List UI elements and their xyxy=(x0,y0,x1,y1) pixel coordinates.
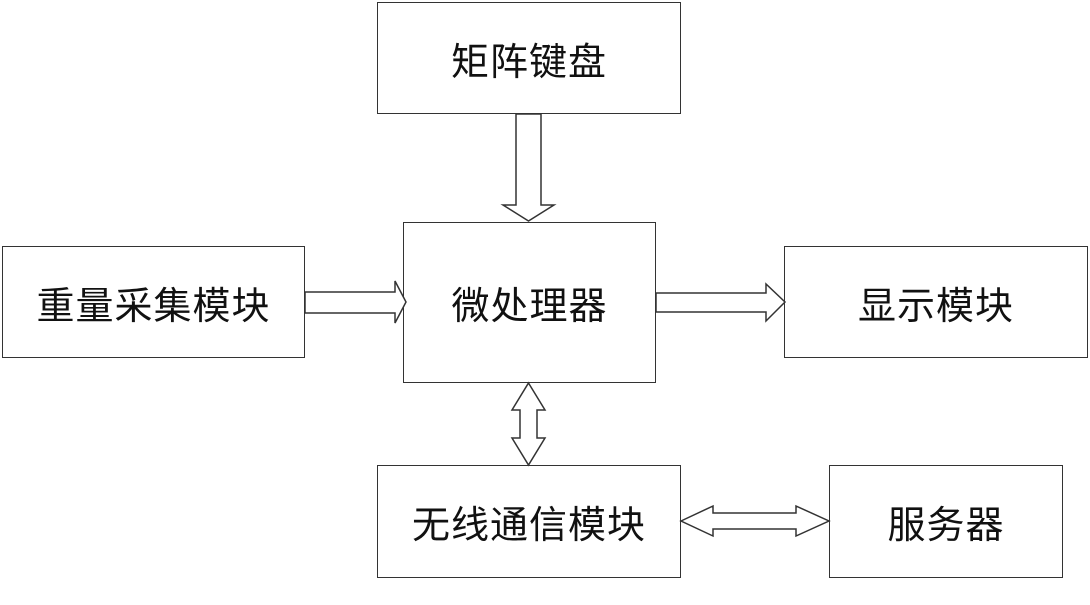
arrow-mcu-wireless-bidirectional xyxy=(510,381,547,467)
node-matrix-keyboard: 矩阵键盘 xyxy=(377,2,681,114)
node-microprocessor: 微处理器 xyxy=(403,222,656,383)
node-server: 服务器 xyxy=(829,465,1063,578)
arrow-mcu-to-display xyxy=(655,282,787,323)
arrow-keyboard-to-mcu xyxy=(500,113,557,222)
node-weight-acquisition-module: 重量采集模块 xyxy=(2,246,305,358)
node-server-label: 服务器 xyxy=(887,503,1005,547)
arrow-weight-to-mcu xyxy=(304,280,407,324)
arrow-wireless-server-bidirectional xyxy=(679,504,831,538)
node-wireless-communication-module: 无线通信模块 xyxy=(377,465,681,578)
node-wireless-communication-module-label: 无线通信模块 xyxy=(411,503,646,547)
node-display-module-label: 显示模块 xyxy=(857,283,1014,328)
node-matrix-keyboard-label: 矩阵键盘 xyxy=(450,39,607,84)
node-weight-acquisition-module-label: 重量采集模块 xyxy=(36,283,271,328)
node-display-module: 显示模块 xyxy=(784,246,1088,358)
node-microprocessor-label: 微处理器 xyxy=(451,284,608,328)
